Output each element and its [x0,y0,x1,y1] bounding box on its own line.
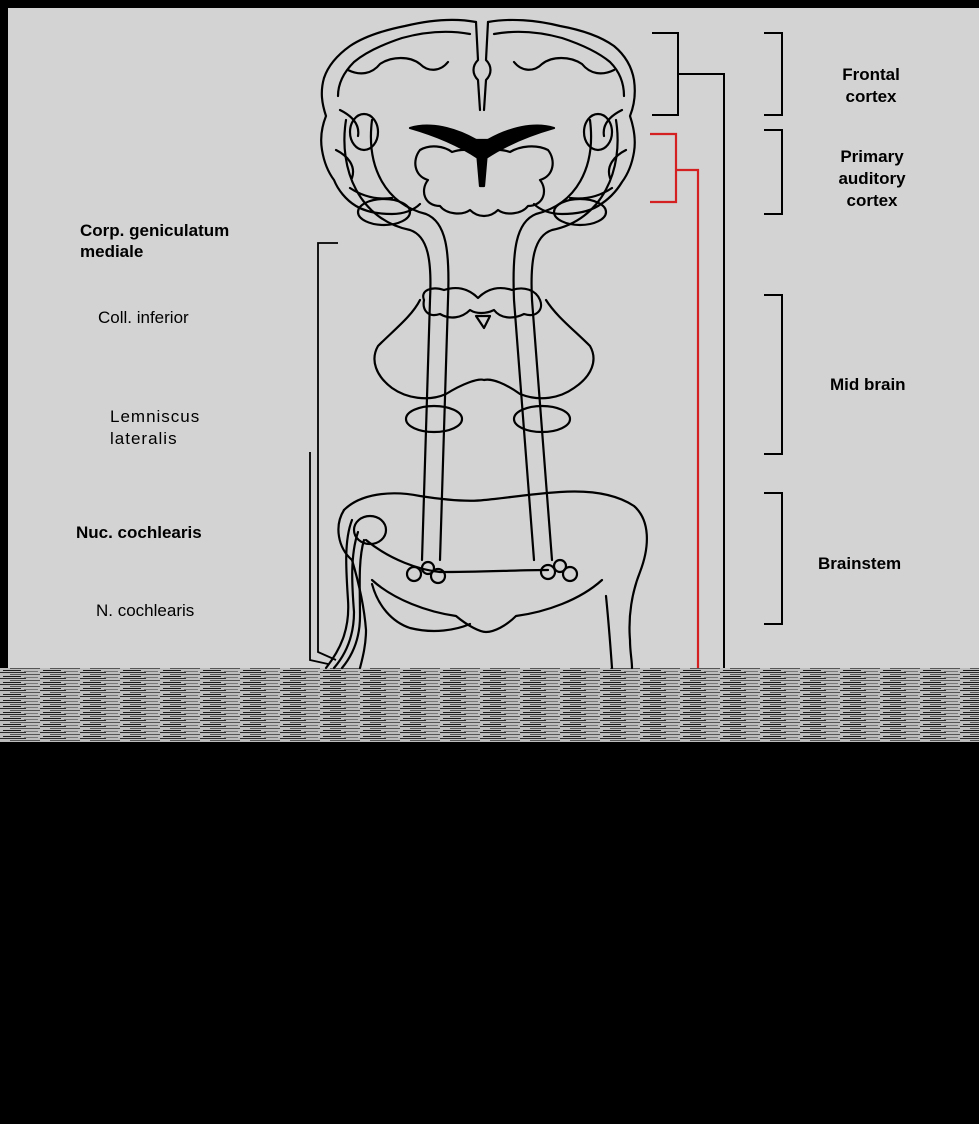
label-n-cochlearis: N. cochlearis [96,600,194,622]
label-coll-inferior: Coll. inferior [98,307,189,329]
label-lemniscus-lateralis: Lemniscus lateralis [110,406,200,450]
label-primary-auditory-cortex: Primary auditory cortex [822,146,922,212]
label-brainstem: Brainstem [818,553,901,575]
label-corp-geniculatum-mediale: Corp. geniculatum mediale [80,220,229,262]
scan-noise-band [0,668,979,742]
label-nuc-cochlearis: Nuc. cochlearis [76,522,202,544]
label-frontal-cortex: Frontal cortex [826,64,916,108]
label-mid-brain: Mid brain [830,374,906,396]
